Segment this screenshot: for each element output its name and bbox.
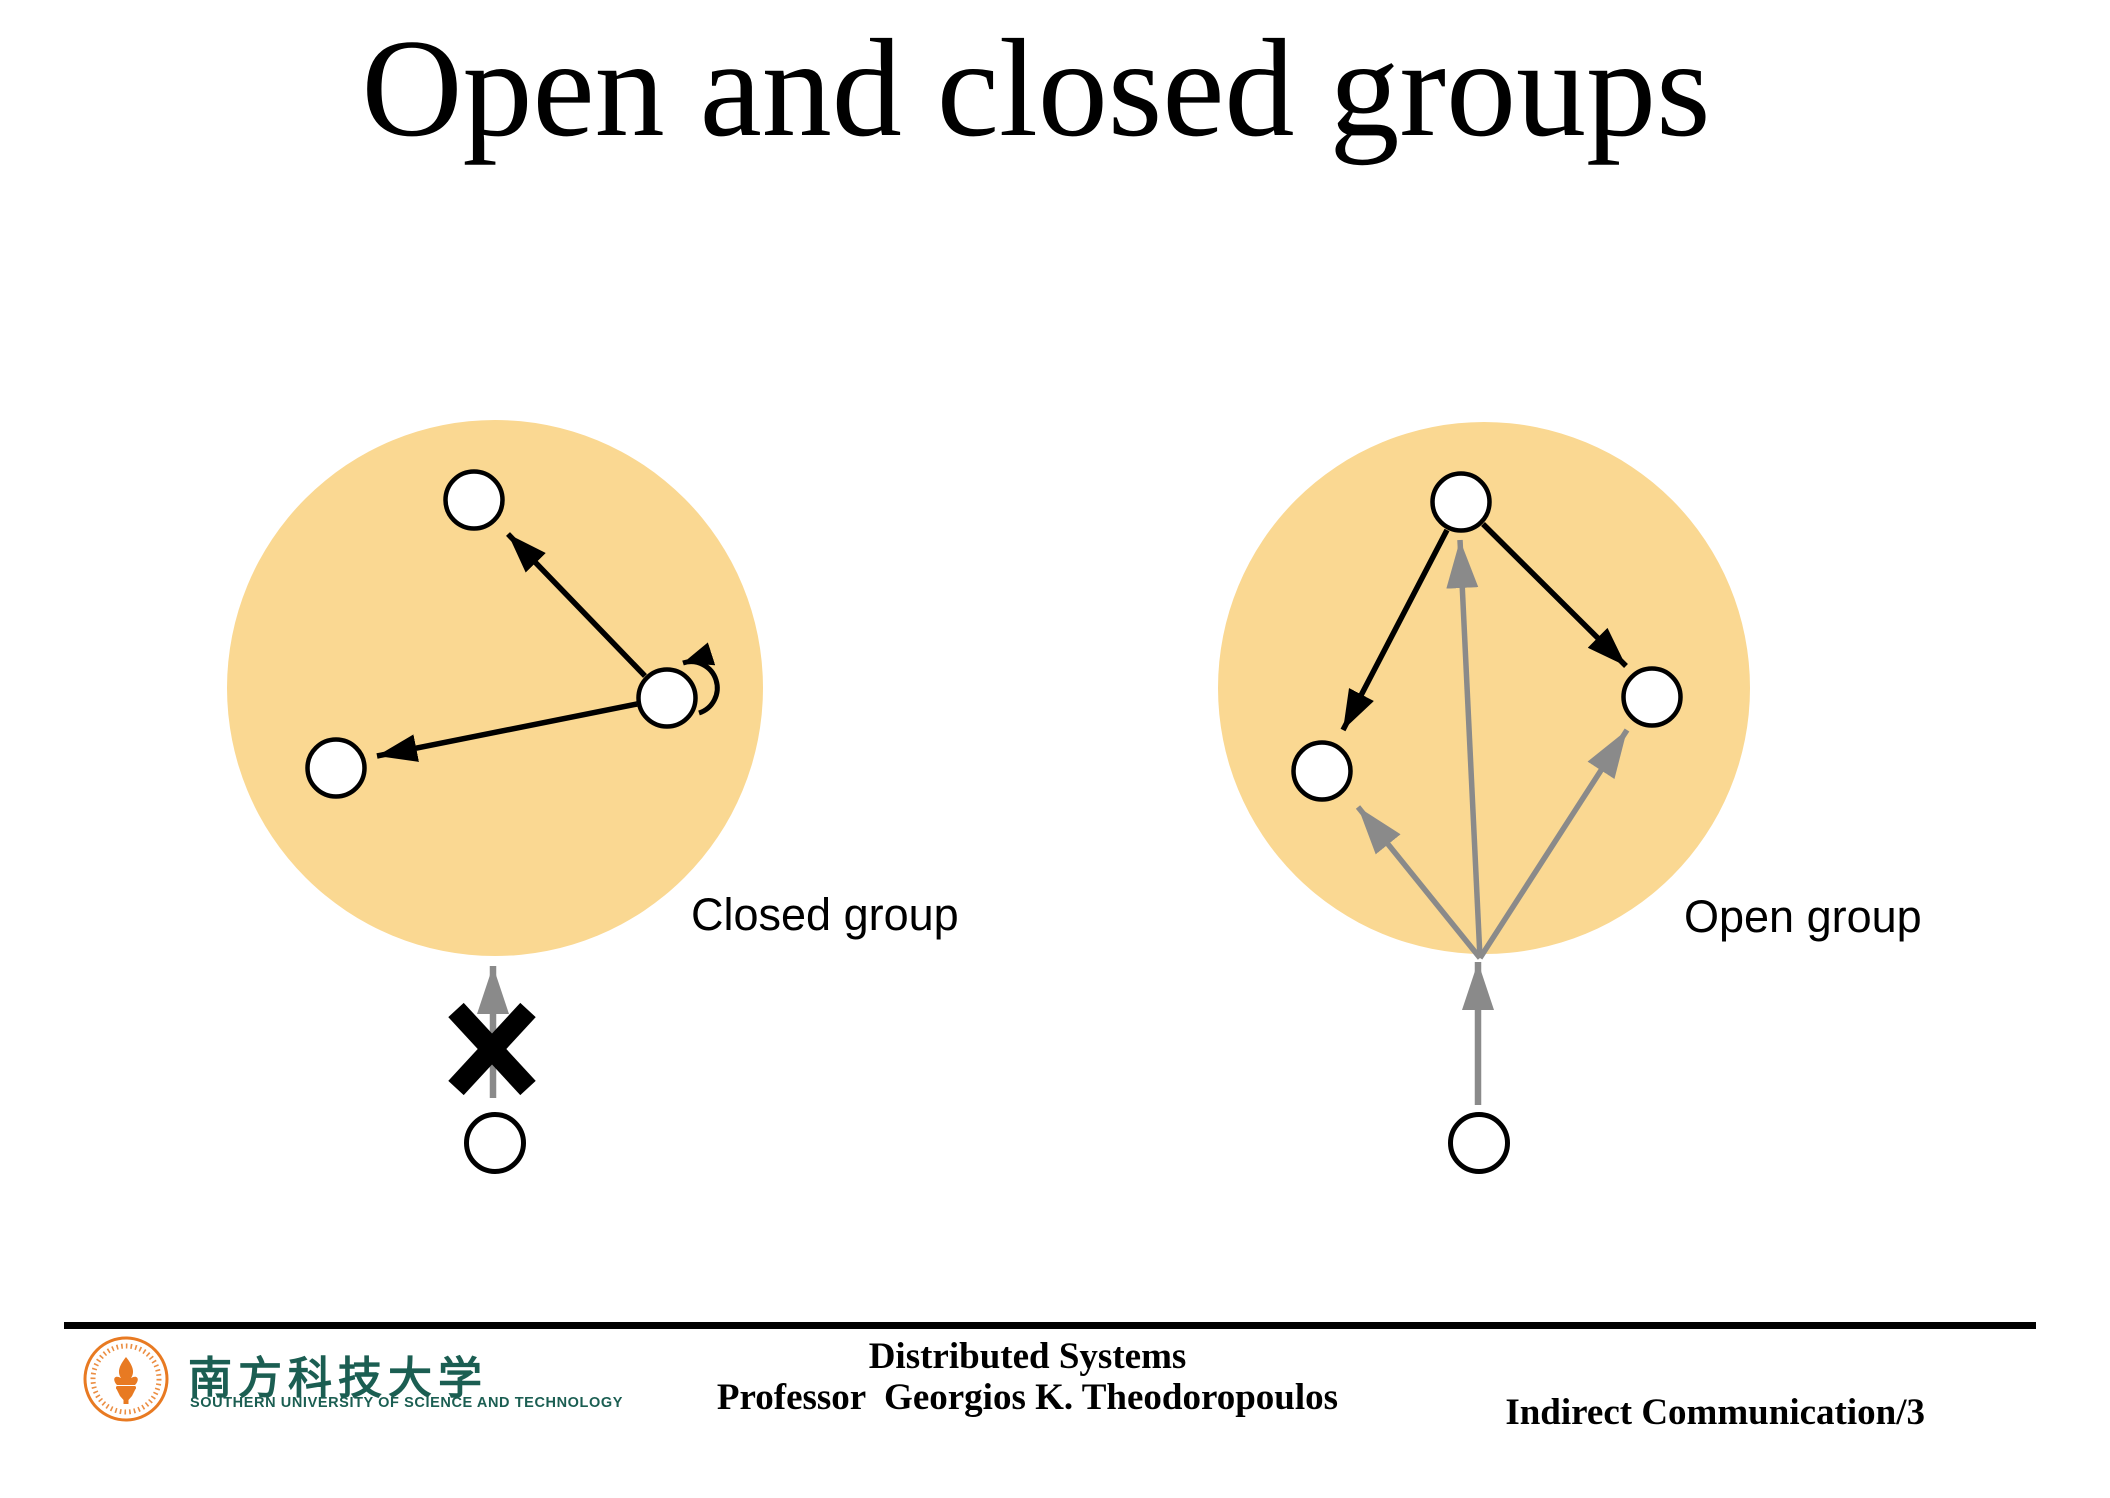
footer-course-block: Distributed Systems Professor Georgios K… xyxy=(560,1336,1495,1418)
open-group-circle xyxy=(1218,422,1750,954)
closed-member-node-top xyxy=(443,469,505,531)
closed-group-label: Closed group xyxy=(691,889,959,940)
open-external-arrow-to-right xyxy=(1477,728,1630,960)
university-name-en: SOUTHERN UNIVERSITY OF SCIENCE AND TECHN… xyxy=(190,1395,624,1411)
footer-divider xyxy=(64,1322,2036,1329)
course-title: Distributed Systems xyxy=(868,1336,1187,1377)
university-logo: 南方科技大学 SOUTHERN UNIVERSITY OF SCIENCE AN… xyxy=(80,1334,622,1424)
open-member-node-left xyxy=(1291,740,1353,802)
professor-name: Professor Georgios K. Theodoropoulos xyxy=(716,1377,1339,1418)
open-external-node xyxy=(1448,1112,1510,1174)
closed-multicast-arrow-to-top xyxy=(506,532,647,678)
block-cross-icon xyxy=(448,1002,536,1096)
open-external-arrow-to-left xyxy=(1355,805,1483,960)
closed-external-node xyxy=(464,1112,526,1174)
university-name-cn: 南方科技大学 xyxy=(188,1353,488,1404)
open-group-label: Open group xyxy=(1684,891,1922,942)
open-external-arrow-to-top xyxy=(1446,539,1483,959)
open-member-node-right xyxy=(1621,666,1683,728)
closed-member-node-left xyxy=(305,737,367,799)
closed-group-circle xyxy=(227,420,763,956)
open-member-node-top xyxy=(1430,471,1492,533)
slide-title: Open and closed groups xyxy=(361,11,1711,166)
closed-multicast-arrow-to-left xyxy=(376,701,638,762)
slide-reference: Indirect Communication/3 xyxy=(1505,1392,1925,1433)
open-multicast-arrow-to-right xyxy=(1481,522,1628,668)
open-multicast-arrow-to-left xyxy=(1340,528,1450,732)
university-seal-icon xyxy=(83,1336,169,1422)
closed-member-node-sender xyxy=(636,667,698,729)
self-loop-arrow xyxy=(682,642,720,716)
